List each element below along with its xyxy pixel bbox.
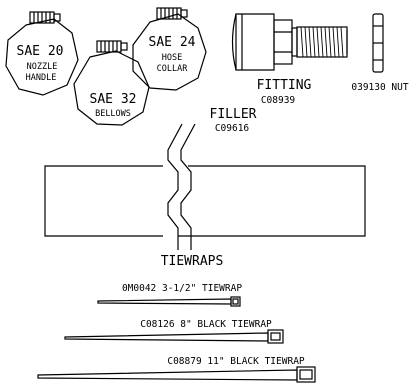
tiewrap-3-label: C08879 11" BLACK TIEWRAP [167,356,305,367]
clamp-sae-24: SAE 24 HOSE COLLAR [132,7,207,91]
tiewrap-2 [64,329,284,344]
clamp-sae-32-size: SAE 32 [90,92,137,107]
filler-part-number: C09616 [215,123,250,134]
fitting-part-number: C08939 [261,95,296,106]
clamp-sae-32-line1: BELLOWS [95,109,131,119]
tiewraps-heading: TIEWRAPS [161,254,224,269]
clamp-sae-20-size: SAE 20 [17,44,64,59]
clamp-sae-20-line2: HANDLE [26,73,57,83]
fitting-title: FITTING [257,78,312,93]
nut-drawing [372,13,384,73]
filler-title: FILLER [210,107,257,122]
tiewrap-2-label: C08126 8" BLACK TIEWRAP [140,319,272,330]
tiewrap-1 [97,296,241,307]
tiewrap-1-label: 0M0042 3-1/2" TIEWRAP [122,283,242,294]
clamp-sae-24-line1: HOSE [162,53,182,63]
clamp-sae-32: SAE 32 BELLOWS [73,40,150,126]
nut-label: 039130 NUT [351,82,408,93]
clamp-sae-24-line2: COLLAR [157,64,189,74]
clamp-sae-20-line1: NOZZLE [27,62,58,72]
filler-strip [44,123,366,250]
clamp-sae-24-size: SAE 24 [149,35,196,50]
fitting-drawing [231,13,348,71]
tiewrap-3 [37,366,316,383]
clamp-sae-20: SAE 20 NOZZLE HANDLE [5,11,79,96]
